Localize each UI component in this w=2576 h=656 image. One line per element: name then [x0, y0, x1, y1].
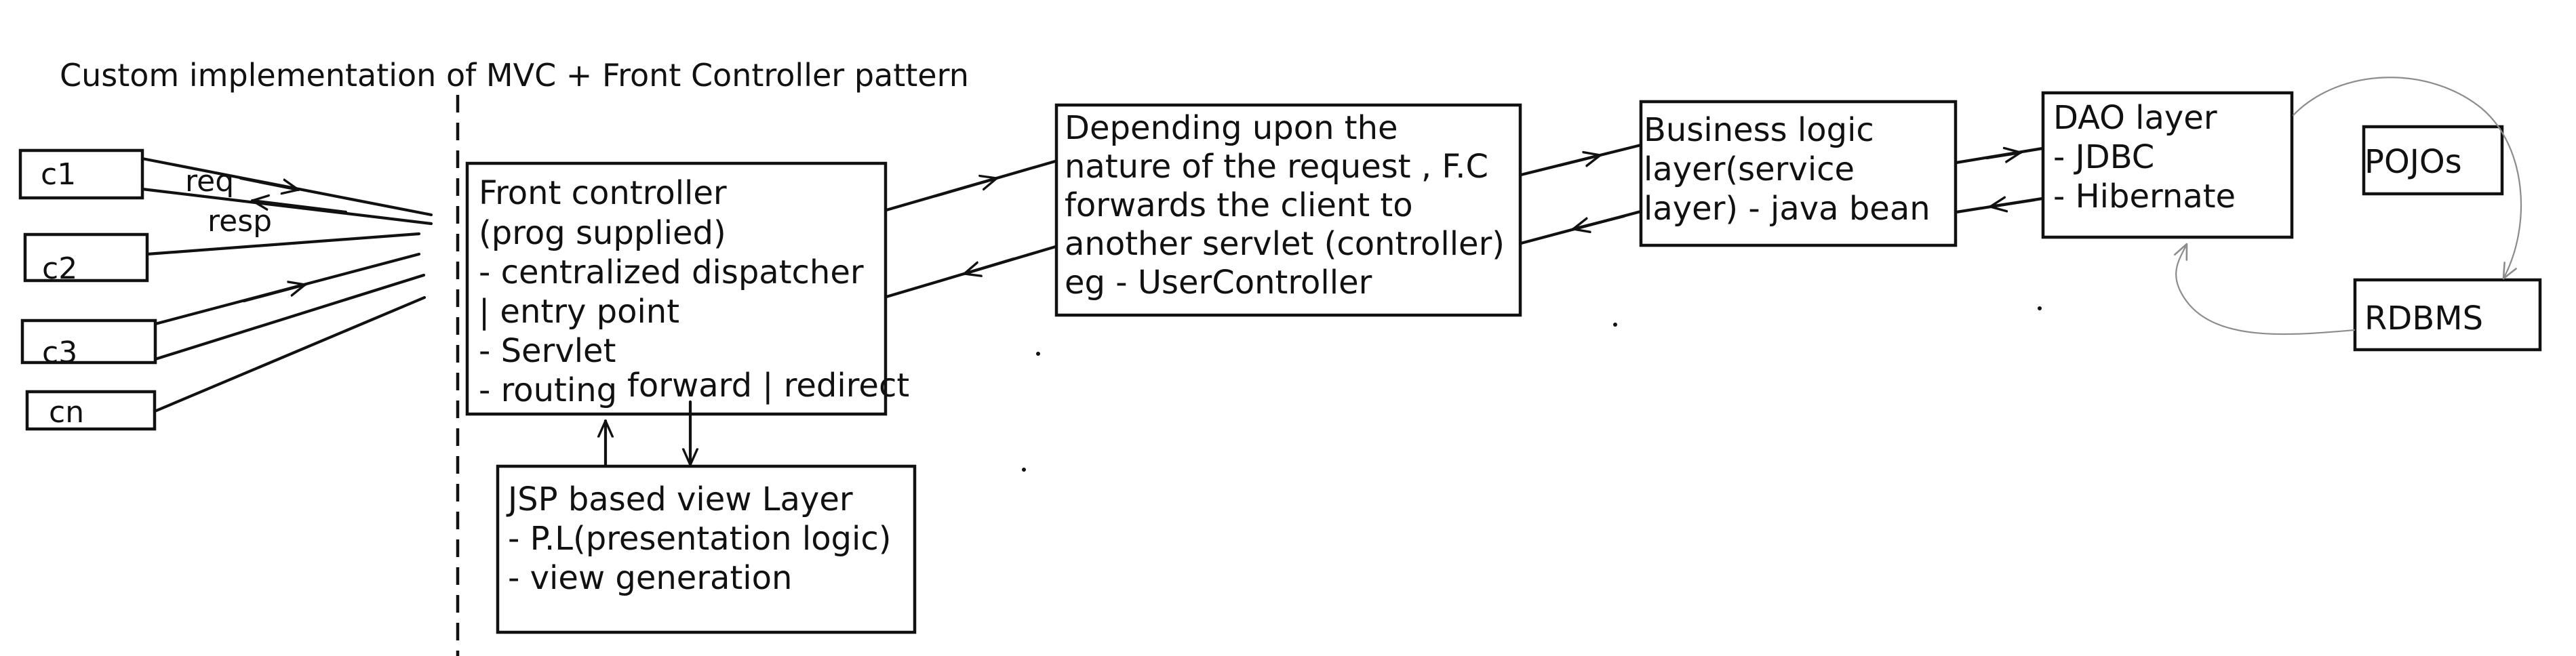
front-controller-line: - centralized dispatcher [479, 253, 864, 291]
fc-to-controller-arrow [934, 178, 999, 198]
pojos-box: POJOs [2362, 125, 2504, 196]
view-layer-line: - P.L(presentation logic) [508, 520, 891, 558]
stray-dots [1022, 306, 2042, 472]
dao-layer-box: DAO layer - JDBC - Hibernate [2041, 91, 2294, 239]
front-controller-line: Front controller [479, 174, 727, 212]
stray-dot [1613, 323, 1617, 327]
dao-connections [1954, 146, 2048, 214]
controller-to-service-arrow [1558, 155, 1602, 165]
dao-layer-line: DAO layer [2053, 99, 2217, 137]
db-connections [2176, 77, 2522, 335]
stray-dot [1022, 468, 1026, 472]
client-c2: c2 [23, 232, 149, 286]
client-connections [140, 157, 433, 413]
view-layer-line: JSP based view Layer [506, 480, 853, 518]
c2-line [145, 232, 421, 256]
client-c3: c3 [20, 319, 157, 370]
view-connections [606, 400, 690, 468]
forward-redirect-label: forward | redirect [627, 367, 909, 405]
c3-arrow [242, 285, 307, 303]
view-layer-box: JSP based view Layer - P.L(presentation … [496, 464, 917, 634]
diagram-title: Custom implementation of MVC + Front Con… [60, 57, 969, 94]
dispatch-connections [884, 158, 1062, 299]
pojos-label: POJOs [2364, 143, 2462, 181]
rdbms-to-dao-curve [2176, 244, 2356, 335]
business-layer-line: layer) - java bean [1644, 190, 1930, 228]
dao-layer-line: - JDBC [2053, 138, 2154, 176]
front-controller-line: (prog supplied) [479, 214, 726, 252]
stray-dot [2038, 306, 2042, 310]
rdbms-box: RDBMS [2353, 278, 2542, 352]
c1-response-line [140, 187, 433, 226]
stray-dot [1036, 352, 1040, 356]
front-controller-box: Front controller (prog supplied) - centr… [465, 161, 888, 416]
client-label: c3 [42, 335, 77, 370]
c3-line-lower [153, 273, 426, 361]
business-layer-box: Business logic layer(service layer) - ja… [1639, 100, 1958, 247]
c1-response-arrow [250, 201, 348, 214]
client-label: cn [49, 395, 84, 430]
dispatch-note-box: Depending upon the nature of the request… [1054, 103, 1522, 317]
front-controller-line: - routing [479, 371, 617, 409]
client-label: c2 [42, 251, 77, 286]
c1-request-arrow [239, 176, 300, 190]
business-connections [1519, 143, 1643, 245]
service-to-dao-arrow [1985, 152, 2023, 158]
dao-to-service-arrow [1988, 200, 2036, 207]
dispatch-note-line: eg - UserController [1065, 264, 1372, 302]
dao-layer-line: - Hibernate [2053, 178, 2236, 216]
business-layer-line: layer(service [1644, 150, 1855, 188]
view-layer-line: - view generation [508, 559, 792, 597]
client-label: c1 [41, 157, 76, 192]
cn-line [153, 295, 427, 413]
dispatch-note-line: Depending upon the [1065, 109, 1398, 147]
business-layer-line: Business logic [1644, 111, 1874, 149]
dao-to-rdbms-curve [2292, 77, 2522, 279]
controller-to-fc-arrow [962, 257, 1016, 274]
client-c1: c1 [18, 148, 144, 200]
request-label: req [185, 164, 234, 199]
front-controller-line: - Servlet [479, 332, 616, 370]
response-label: resp [207, 204, 272, 239]
client-cn: cn [25, 390, 157, 431]
service-to-controller-arrow [1571, 214, 1626, 229]
dispatch-note-line: another servlet (controller) [1065, 225, 1505, 263]
rdbms-label: RDBMS [2364, 300, 2483, 337]
dispatch-note-line: forwards the client to [1065, 186, 1413, 224]
dispatch-note-line: nature of the request , F.C [1065, 148, 1488, 186]
front-controller-line: | entry point [479, 293, 679, 331]
